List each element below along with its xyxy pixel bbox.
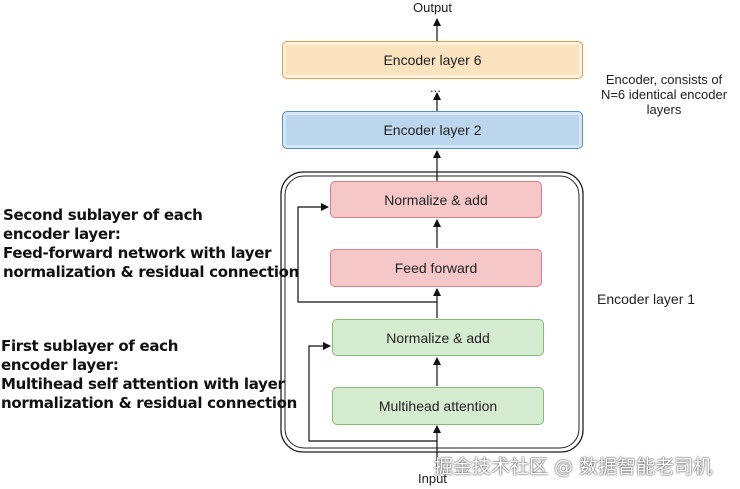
second-sublayer-note-line: Feed-forward network with layer [3, 244, 272, 262]
first-sublayer-note-line: encoder layer: [1, 356, 119, 374]
output-label: Output [413, 0, 453, 15]
residual-connection-1 [308, 342, 437, 442]
normalize-add-bottom-box: Normalize & add [332, 319, 544, 356]
encoder-note-line: Encoder, consists of [605, 72, 723, 87]
encoder-layer-6-label: Encoder layer 6 [383, 52, 482, 68]
normalize-add-top-box: Normalize & add [330, 181, 542, 218]
second-sublayer-note-line: Second sublayer of each [3, 206, 203, 224]
first-sublayer-note-line: First sublayer of each [1, 337, 179, 355]
first-sublayer-note: First sublayer of each encoder layer: Mu… [1, 337, 297, 413]
encoder-note: Encoder, consists of N=6 identical encod… [588, 72, 740, 117]
second-sublayer-note-line: encoder layer: [3, 225, 121, 243]
feed-forward-label: Feed forward [394, 260, 478, 276]
first-sublayer-note-line: normalization & residual connection [1, 394, 298, 412]
first-sublayer-note-line: Multihead self attention with layer [1, 375, 285, 393]
encoder-layer-1-label: Encoder layer 1 [597, 291, 696, 307]
multihead-attention-box: Multihead attention [332, 387, 544, 425]
residual-connection-2 [297, 203, 437, 303]
watermark-text: 掘金技术社区 @ 数据智能老司机 [434, 456, 713, 478]
encoder-layer-1-container-inner [284, 175, 580, 449]
multihead-attention-label: Multihead attention [378, 398, 498, 414]
encoder-note-line: layers [646, 102, 682, 117]
normalize-add-top-label: Normalize & add [384, 191, 488, 208]
input-label: Input [418, 471, 447, 486]
second-sublayer-note: Second sublayer of each encoder layer: F… [3, 206, 299, 282]
second-sublayer-note-line: normalization & residual connection [3, 263, 300, 281]
feed-forward-box: Feed forward [330, 249, 542, 287]
encoder-note-line: N=6 identical encoder [600, 87, 728, 102]
encoder-layer-2-label: Encoder layer 2 [383, 122, 482, 138]
ellipsis: ... [430, 80, 441, 95]
encoder-layer-6-box: Encoder layer 6 [282, 41, 583, 79]
normalize-add-bottom-label: Normalize & add [386, 329, 490, 346]
encoder-layer-1-container [280, 171, 584, 453]
encoder-layer-2-box: Encoder layer 2 [282, 111, 583, 149]
